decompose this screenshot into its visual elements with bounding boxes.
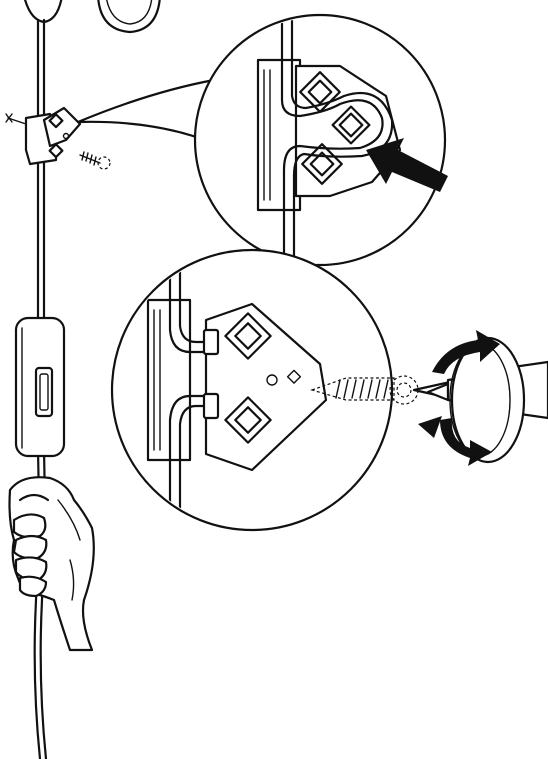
lamp-head-shape [24,0,63,24]
hand-icon [8,476,95,652]
cord-clip-icon [5,106,82,166]
screw-icon [79,151,111,170]
inline-switch-icon [14,316,66,458]
detail-screw-fastening [110,248,548,532]
rotate-arrow-icon [418,330,526,466]
push-arrow-icon [366,138,448,192]
detail-cord-routing [76,13,448,267]
lamp-shade-shape [97,0,161,34]
